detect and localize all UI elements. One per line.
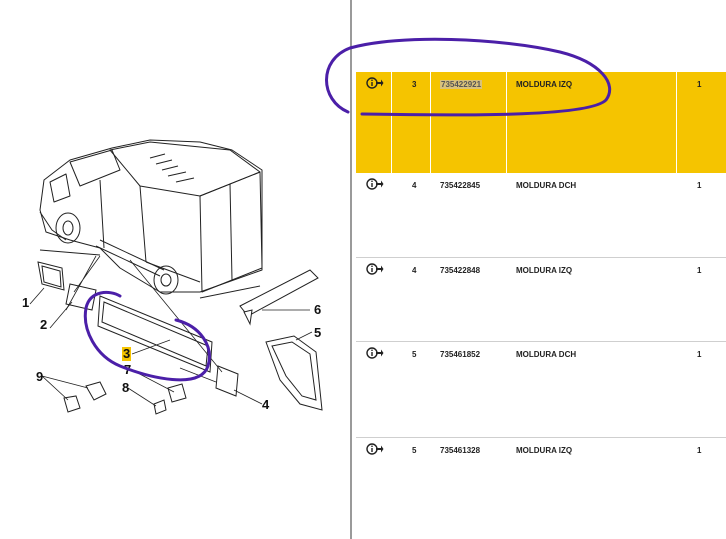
part-description: MOLDURA DCH [516, 181, 577, 190]
info-arrow-icon[interactable] [366, 346, 384, 360]
part-4-shape [215, 365, 239, 397]
van-windshield-outline [69, 149, 121, 187]
ref-number: 4 [412, 266, 417, 275]
part-code[interactable]: 735422848 [440, 266, 481, 275]
callout-4[interactable]: 4 [262, 397, 270, 412]
callout-1[interactable]: 1 [22, 295, 30, 310]
callout-7[interactable]: 7 [124, 362, 132, 377]
part-description: MOLDURA IZQ [516, 266, 573, 275]
table-row[interactable]: 3 735422921 MOLDURA IZQ 1 [356, 72, 726, 173]
callout-6[interactable]: 6 [314, 302, 322, 317]
table-row[interactable]: 5 735461328 MOLDURA IZQ 1 [356, 438, 726, 498]
parts-diagram-pane: 1 2 3 4 5 6 7 8 9 [0, 0, 348, 539]
info-arrow-icon[interactable] [366, 262, 384, 276]
part-1-shape [37, 261, 65, 291]
rear-wheel [153, 265, 179, 295]
info-arrow-icon[interactable] [366, 177, 384, 191]
info-arrow-icon[interactable] [366, 76, 384, 90]
table-row[interactable]: 4 735422845 MOLDURA DCH 1 [356, 173, 726, 258]
part-quantity: 1 [697, 446, 702, 455]
part-quantity: 1 [697, 181, 702, 190]
part-code[interactable]: 735422845 [440, 181, 481, 190]
callout-3[interactable]: 3 [122, 346, 132, 361]
part-description: MOLDURA IZQ [516, 80, 573, 89]
part-code[interactable]: 735422921 [440, 80, 483, 89]
part-6-shape [239, 269, 319, 317]
van-body-outline [39, 139, 263, 293]
part-quantity: 1 [697, 266, 702, 275]
front-wheel [55, 212, 81, 244]
callout-8[interactable]: 8 [122, 380, 130, 395]
table-row[interactable]: 4 735422848 MOLDURA IZQ 1 [356, 258, 726, 342]
part-code[interactable]: 735461328 [440, 446, 481, 455]
ref-number: 5 [412, 446, 417, 455]
callout-5[interactable]: 5 [314, 325, 322, 340]
row-divider [356, 341, 726, 342]
part-8-shape [153, 399, 167, 415]
van-roof-outline [109, 141, 261, 197]
callout-2[interactable]: 2 [40, 317, 48, 332]
pane-divider[interactable] [350, 0, 352, 539]
part-2-shape [65, 283, 97, 311]
row-divider [356, 437, 726, 438]
part-code[interactable]: 735461852 [440, 350, 481, 359]
parts-list-table: 3 735422921 MOLDURA IZQ 1 4 735422845 MO… [356, 0, 726, 539]
van-exploded-diagram [29, 139, 323, 415]
part-7-shape [167, 383, 187, 403]
callout-9[interactable]: 9 [36, 369, 44, 384]
ref-number: 3 [412, 80, 417, 89]
table-row[interactable]: 5 735461852 MOLDURA DCH 1 [356, 342, 726, 426]
row-divider [356, 257, 726, 258]
part-3-shape [97, 295, 213, 373]
info-arrow-icon[interactable] [366, 442, 384, 456]
part-9-shape-a [85, 381, 107, 401]
van-rear-doors [199, 171, 263, 293]
part-quantity: 1 [697, 80, 702, 89]
ref-number: 5 [412, 350, 417, 359]
part-description: MOLDURA IZQ [516, 446, 573, 455]
part-quantity: 1 [697, 350, 702, 359]
part-description: MOLDURA DCH [516, 350, 577, 359]
ref-number: 4 [412, 181, 417, 190]
part-5-shape [265, 335, 323, 411]
